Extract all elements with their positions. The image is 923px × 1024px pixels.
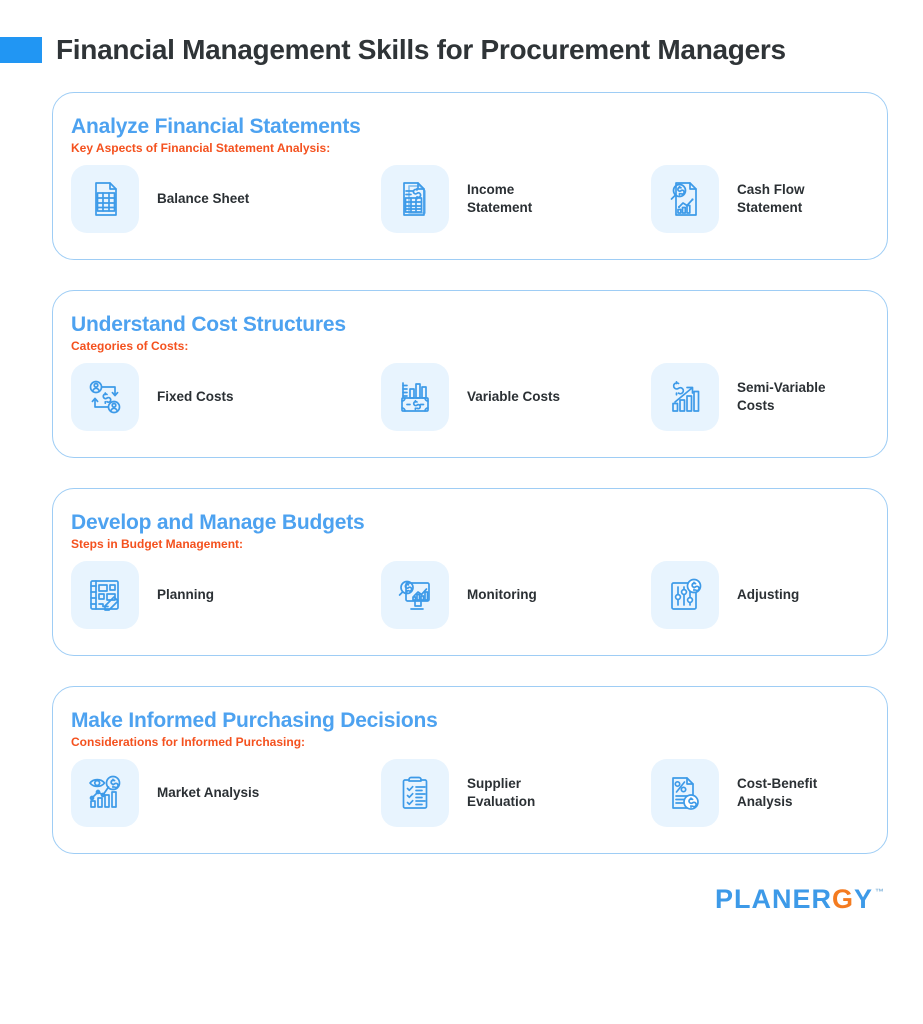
sliders-dollar-icon: [651, 561, 719, 629]
dollar-growth-bars-icon: [651, 363, 719, 431]
card-subheading: Considerations for Informed Purchasing:: [71, 735, 306, 749]
header-marker: [0, 37, 42, 63]
card-heading: Analyze Financial Statements: [71, 115, 361, 138]
logo-text-primary: PLANER: [714, 884, 832, 914]
item-market-analysis: Market Analysis: [71, 759, 381, 827]
eye-dollar-chart-icon: [71, 759, 139, 827]
item-monitoring: Monitoring: [381, 561, 651, 629]
money-transfer-users-icon: [71, 363, 139, 431]
item-label: Market Analysis: [157, 784, 260, 800]
card-items-row: Fixed Costs Variable: [71, 363, 861, 431]
card-subheading: Categories of Costs:: [71, 339, 189, 353]
item-label: Semi-Variable Costs: [737, 379, 826, 413]
item-adjusting: Adjusting: [651, 561, 901, 629]
logo-text-accent: G: [831, 884, 854, 914]
item-label: Cost-Benefit Analysis: [737, 775, 818, 809]
card-understand-cost-structures: Understand Cost Structures Categories of…: [52, 290, 888, 458]
item-fixed-costs: Fixed Costs: [71, 363, 381, 431]
blueprint-pencil-icon: [71, 561, 139, 629]
percent-document-dollar-icon: [651, 759, 719, 827]
logo-text-suffix: Y: [853, 884, 873, 914]
clipboard-checklist-icon: [381, 759, 449, 827]
card-items-row: Market Analysis Supplier Evaluati: [71, 759, 861, 827]
card-make-informed-purchasing-decisions: Make Informed Purchasing Decisions Consi…: [52, 686, 888, 854]
item-income-statement: Income Statement: [381, 165, 651, 233]
card-develop-and-manage-budgets: Develop and Manage Budgets Steps in Budg…: [52, 488, 888, 656]
item-semi-variable-costs: Semi-Variable Costs: [651, 363, 901, 431]
item-label: Cash Flow Statement: [737, 181, 805, 215]
item-label: Adjusting: [737, 586, 800, 602]
card-heading: Develop and Manage Budgets: [71, 511, 365, 534]
item-supplier-evaluation: Supplier Evaluation: [381, 759, 651, 827]
document-table-icon: [71, 165, 139, 233]
item-label: Fixed Costs: [157, 388, 234, 404]
item-cash-flow-statement: Cash Flow Statement: [651, 165, 901, 233]
trademark-symbol: ™: [875, 887, 885, 897]
page-header: Financial Management Skills for Procurem…: [0, 0, 923, 92]
card-subheading: Steps in Budget Management:: [71, 537, 244, 551]
factory-banknote-icon: [381, 363, 449, 431]
card-heading: Make Informed Purchasing Decisions: [71, 709, 438, 732]
page-title: Financial Management Skills for Procurem…: [56, 34, 786, 65]
item-balance-sheet: Balance Sheet: [71, 165, 381, 233]
card-items-row: Balance Sheet Income Statement: [71, 165, 861, 233]
document-magnifier-chart-icon: [651, 165, 719, 233]
card-analyze-financial-statements: Analyze Financial Statements Key Aspects…: [52, 92, 888, 260]
item-variable-costs: Variable Costs: [381, 363, 651, 431]
document-dollar-stack-icon: [381, 165, 449, 233]
item-label: Monitoring: [467, 586, 537, 602]
item-label: Supplier Evaluation: [467, 775, 536, 809]
card-items-row: Planning: [71, 561, 861, 629]
item-cost-benefit-analysis: Cost-Benefit Analysis: [651, 759, 901, 827]
item-planning: Planning: [71, 561, 381, 629]
cards-container: Analyze Financial Statements Key Aspects…: [0, 92, 923, 854]
monitor-magnifier-chart-icon: [381, 561, 449, 629]
item-label: Variable Costs: [467, 388, 561, 404]
item-label: Balance Sheet: [157, 190, 250, 206]
item-label: Income Statement: [467, 181, 533, 215]
card-heading: Understand Cost Structures: [71, 313, 346, 336]
card-subheading: Key Aspects of Financial Statement Analy…: [71, 141, 331, 155]
item-label: Planning: [157, 586, 214, 602]
